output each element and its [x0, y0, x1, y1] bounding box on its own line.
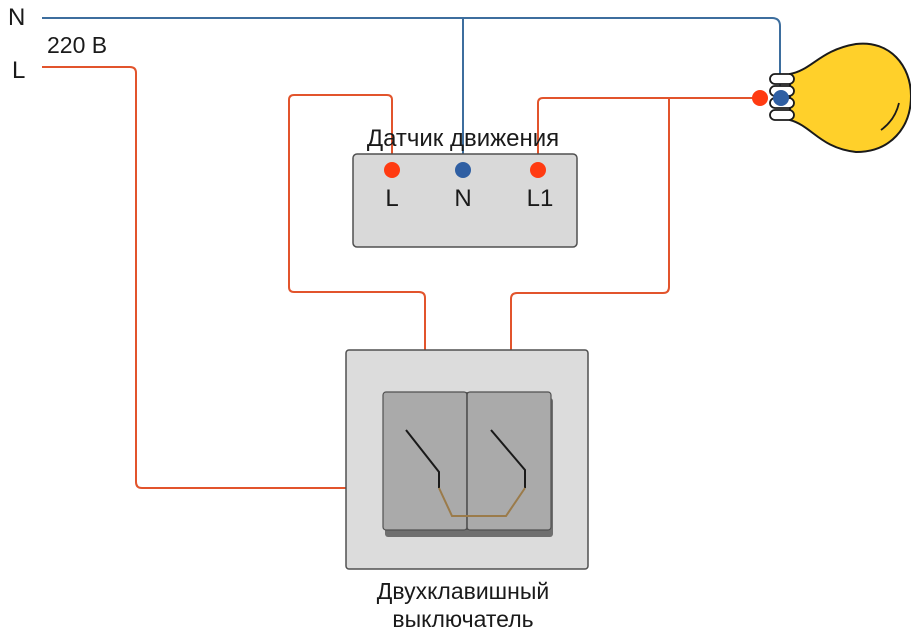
motion-sensor: L N L1 — [352, 153, 578, 248]
sensor-terminal-l1 — [530, 162, 546, 178]
switch-bridge-wire — [438, 487, 526, 517]
sensor-l-to-switch-wire — [288, 94, 426, 406]
phase-wires — [42, 66, 757, 489]
switch-contact-left — [405, 429, 440, 488]
lamp-phase-terminal — [752, 90, 768, 106]
switch-key-right — [466, 391, 552, 531]
sensor-terminal-l-label: L — [385, 185, 398, 212]
sensor-terminal-n-label: N — [454, 185, 471, 212]
neutral-supply-wire — [42, 17, 781, 96]
motion-sensor-box — [352, 153, 578, 248]
light-bulb — [752, 42, 911, 154]
lamp-neutral-terminal — [773, 90, 789, 106]
sensor-terminal-l — [384, 162, 400, 178]
switch-key-left — [382, 391, 468, 531]
voltage-label: 220 В — [47, 32, 107, 58]
lamp-to-switch-wire — [510, 98, 670, 406]
neutral-wires — [42, 17, 781, 168]
switch-caption-line1: Двухклавишный — [377, 578, 549, 604]
bulb-reflection — [880, 102, 900, 131]
phase-supply-wire — [42, 66, 439, 489]
sensor-terminal-l1-label: L1 — [527, 185, 554, 212]
motion-sensor-title: Датчик движения — [367, 125, 559, 152]
two-gang-switch — [345, 349, 589, 570]
neutral-label: N — [8, 4, 25, 31]
sensor-l1-to-lamp-wire — [537, 97, 757, 168]
switch-caption-line2: выключатель — [392, 606, 533, 630]
bulb-glass — [789, 42, 911, 154]
phase-label: L — [12, 57, 25, 84]
sensor-terminal-n — [455, 162, 471, 178]
switch-contact-right — [490, 429, 526, 488]
